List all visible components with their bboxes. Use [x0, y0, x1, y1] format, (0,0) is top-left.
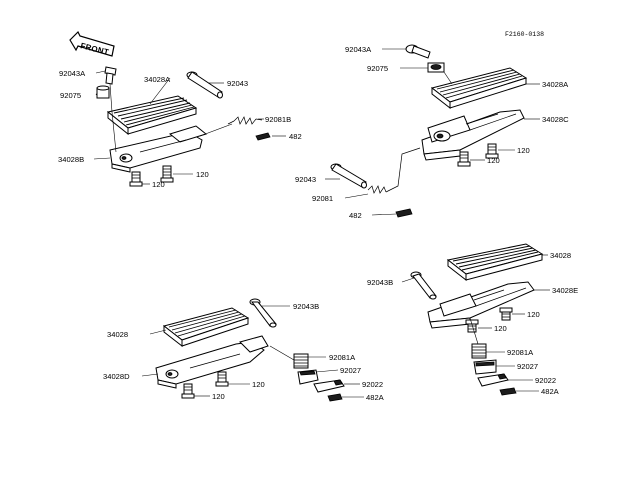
- footrest-rubber-34028a: [106, 95, 198, 136]
- diagram-ref-code: F2160-0138: [505, 31, 544, 38]
- washer-92075: [96, 85, 110, 99]
- label-92081-tr: 92081: [312, 194, 333, 203]
- bolt-120-tr-a: [485, 143, 499, 159]
- plate-92027-br: [473, 359, 497, 375]
- pin-92043-tr: [330, 163, 367, 189]
- pin-92043b-bl: [249, 298, 277, 328]
- footrest-rubber-34028-br: [446, 243, 544, 282]
- bolt-120-bl-b: [181, 383, 195, 399]
- label-34028-bl: 34028: [107, 330, 128, 339]
- bolt-120-bl-a: [215, 371, 229, 387]
- spring-92081-tr: [367, 147, 421, 194]
- label-92043-tr: 92043: [295, 175, 316, 184]
- bolt-120-tl-a: [160, 165, 174, 183]
- assembly-top-right: 92043A 92075 34028A 34028C 120 120 92043…: [295, 44, 569, 220]
- label-34028a-tr: 34028A: [542, 80, 569, 89]
- footrest-bracket-34028e: [427, 281, 535, 329]
- footrest-rubber-34028-bl: [162, 307, 250, 348]
- label-92043b-bl: 92043B: [293, 302, 319, 311]
- nut-482-tl: [255, 132, 271, 141]
- label-482a-bl: 482A: [366, 393, 385, 402]
- label-92022-br: 92022: [535, 376, 556, 385]
- label-92043b-br: 92043B: [367, 278, 393, 287]
- label-92043-tl: 92043: [227, 79, 248, 88]
- label-482a-br: 482A: [541, 387, 560, 396]
- label-120-tr-b: 120: [487, 156, 500, 165]
- label-92043a-tl: 92043A: [59, 69, 86, 78]
- bolt-92043a-tr: [405, 44, 431, 59]
- assembly-top-left: 92043A 34028A 92043 92075 92081B 482 340…: [58, 66, 302, 189]
- nut-482-tr: [395, 208, 413, 218]
- label-92075-tr: 92075: [367, 64, 388, 73]
- bolt-120-tl-b: [129, 171, 143, 187]
- label-482-tr: 482: [349, 211, 362, 220]
- label-120-br-b: 120: [494, 324, 507, 333]
- nut-482a-br: [499, 387, 517, 396]
- spring-92081a-bl: [293, 353, 309, 369]
- label-34028e-br: 34028E: [552, 286, 578, 295]
- assembly-bottom-left: 92043B 34028 92081A 34028D 92027 120 920…: [103, 298, 385, 402]
- label-34028d-bl: 34028D: [103, 372, 130, 381]
- footrest-bracket-34028c: [421, 109, 525, 161]
- label-92081b-tl: 92081B: [265, 115, 291, 124]
- pin-92043: [186, 71, 223, 99]
- label-482-tl: 482: [289, 132, 302, 141]
- label-92081a-bl: 92081A: [329, 353, 356, 362]
- label-34028a-tl: 34028A: [144, 75, 171, 84]
- bolt-92043a: [104, 66, 117, 85]
- label-34028-br: 34028: [550, 251, 571, 260]
- front-arrow-icon: FRONT: [69, 30, 115, 57]
- footrest-bracket-34028d: [155, 335, 269, 389]
- label-120-tl-a: 120: [152, 180, 165, 189]
- spring-92081a-br: [471, 343, 487, 359]
- washer-92075-tr: [427, 62, 445, 73]
- bolt-120-tr-b: [457, 151, 471, 167]
- plate-92027-bl: [297, 369, 319, 385]
- label-120-bl-b: 120: [212, 392, 225, 401]
- pin-92043b-br: [410, 271, 437, 300]
- clip-92022-br: [477, 373, 509, 387]
- label-92027-bl: 92027: [340, 366, 361, 375]
- label-34028b-tl: 34028B: [58, 155, 84, 164]
- label-120-tl-b: 120: [196, 170, 209, 179]
- footrest-bracket-34028b: [109, 125, 208, 173]
- label-92075-tl: 92075: [60, 91, 81, 100]
- label-92022-bl: 92022: [362, 380, 383, 389]
- label-120-bl-a: 120: [252, 380, 265, 389]
- bolt-120-br-a: [499, 307, 513, 321]
- label-92027-br: 92027: [517, 362, 538, 371]
- bolt-120-br-b: [465, 319, 479, 333]
- label-92043a-tr: 92043A: [345, 45, 372, 54]
- label-92081a-br: 92081A: [507, 348, 534, 357]
- label-34028c-tr: 34028C: [542, 115, 569, 124]
- clip-92022-bl: [313, 379, 345, 393]
- footrest-rubber-34028a-tr: [430, 67, 528, 110]
- label-120-tr-a: 120: [517, 146, 530, 155]
- nut-482a-bl: [327, 393, 343, 402]
- spring-92081b: [227, 116, 263, 125]
- assembly-bottom-right: 34028 92043B 34028E 120 120 92081A 92027…: [367, 243, 578, 396]
- label-120-br-a: 120: [527, 310, 540, 319]
